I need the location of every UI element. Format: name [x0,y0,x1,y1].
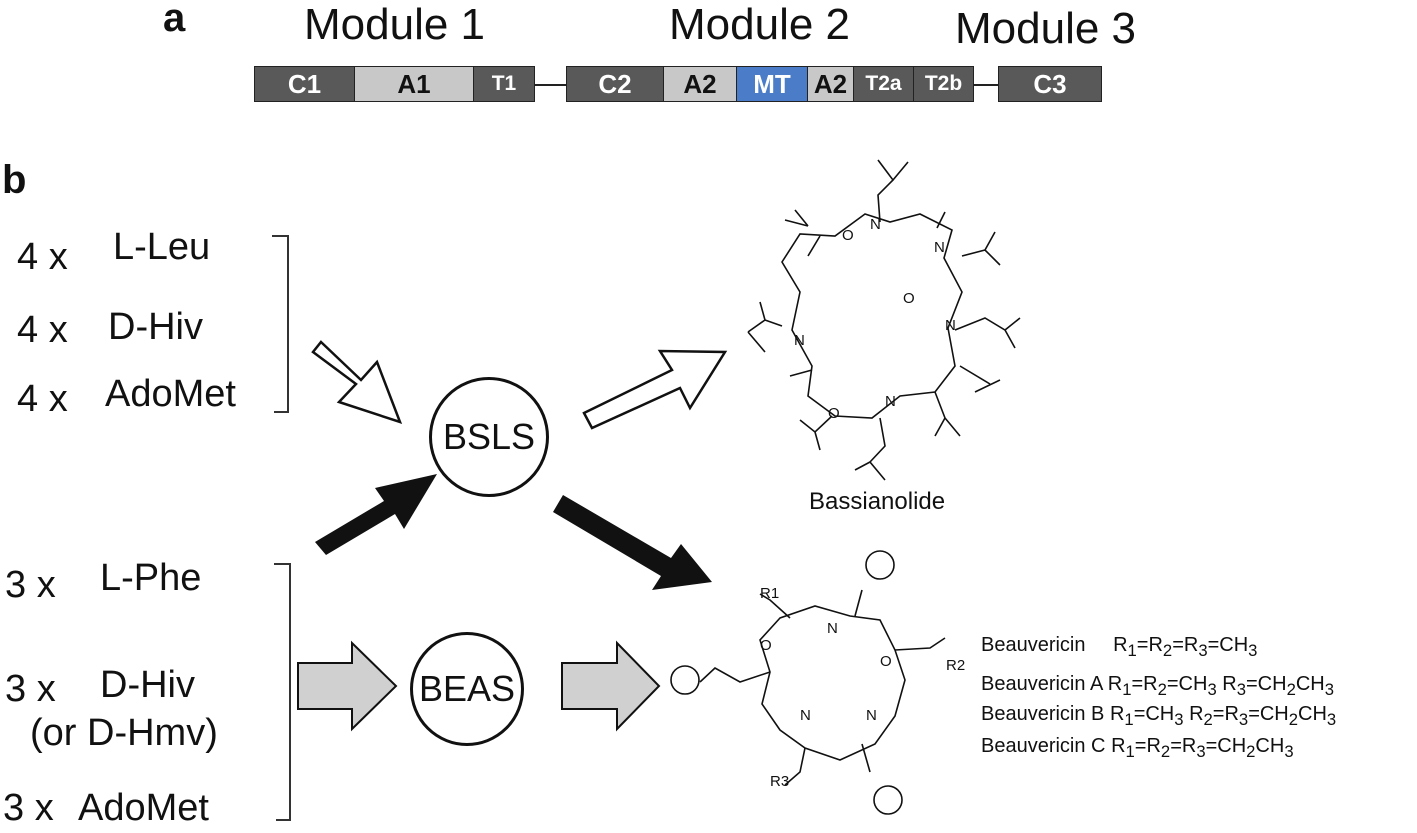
legend-name: Beauvericin C [981,735,1106,757]
gray-arrow-out-icon [561,640,661,732]
legend-name: Beauvericin A [981,673,1103,695]
atom-r2: R2 [946,657,965,674]
domain-t2a: T2a [853,66,914,102]
substrate-count: 3 x [5,564,56,606]
substrate-count: 3 x [3,787,54,829]
legend-row: Beauvericin A R1=R2=CH3 R3=CH2CH3 [981,673,1334,700]
atom-n: N [866,707,877,724]
atom-n: N [800,707,811,724]
legend-formula: R1=R2=CH3 R3=CH2CH3 [1107,673,1334,699]
domain-c3: C3 [998,66,1102,102]
atom-n: N [794,332,805,349]
substrate-d-hiv: D-Hiv [108,306,203,348]
enzyme-bsls: BSLS [429,377,549,497]
domain-t2b: T2b [913,66,974,102]
substrate-count: 4 x [17,236,68,278]
legend-formula: R1=R2=R3=CH2CH3 [1111,735,1294,761]
substrate-count: 3 x [5,668,56,710]
substrate-d-hmv: (or D-Hmv) [30,712,218,754]
linker-1 [535,84,566,86]
domain-c1: C1 [254,66,355,102]
domain-a2-n: A2 [663,66,737,102]
atom-o: O [828,405,840,422]
legend-row: Beauvericin C R1=R2=R3=CH2CH3 [981,735,1294,762]
atom-n: N [885,393,896,410]
legend-row: Beauvericin B R1=CH3 R2=R3=CH2CH3 [981,703,1336,730]
legend-name: Beauvericin B [981,703,1105,725]
atom-n: N [827,620,838,637]
bassianolide-atoms: N N O O N N O N [794,216,956,422]
legend-formula: R1=R2=R3=CH3 [1113,634,1258,660]
atom-o: O [903,290,915,307]
panel-b-label: b [2,158,27,202]
beauvericin-atoms: R1 R2 R3 N N N O O [760,585,965,790]
product-bassianolide-label: Bassianolide [809,488,946,515]
open-arrow-in-icon [311,340,403,425]
domain-c2: C2 [566,66,664,102]
substrate-adomet: AdoMet [105,373,236,415]
atom-o: O [880,653,892,670]
atom-o: O [842,227,854,244]
module-3-label: Module 3 [955,4,1137,53]
panel-a-label: a [163,0,186,40]
substrate-count: 4 x [17,378,68,420]
substrate-adomet: AdoMet [78,787,209,829]
black-arrow-up-icon [315,474,437,555]
atom-r3: R3 [770,773,789,790]
module-2-label: Module 2 [669,0,851,49]
atom-o: O [760,637,772,654]
legend-row: Beauvericin R1=R2=R3=CH3 [981,634,1257,661]
bassianolide-structure [747,159,1021,481]
atom-r1: R1 [760,585,779,602]
gray-arrow-in-icon [297,640,398,732]
linker-2 [974,84,998,86]
domain-t1: T1 [473,66,535,102]
legend-formula: R1=CH3 R2=R3=CH2CH3 [1109,703,1337,729]
substrate-l-phe: L-Phe [100,557,202,599]
substrate-d-hiv: D-Hiv [100,664,195,706]
open-arrow-out-icon [582,349,728,430]
atom-n: N [945,317,956,334]
atom-n: N [870,216,881,233]
beauvericin-structure [670,550,946,815]
domain-mt: MT [736,66,808,102]
black-arrow-down-icon [553,495,712,590]
bracket-bottom [274,563,291,821]
domain-a2-c: A2 [807,66,854,102]
bracket-top [272,235,289,413]
domain-a1: A1 [354,66,474,102]
substrate-count: 4 x [17,309,68,351]
enzyme-beas: BEAS [410,632,524,746]
legend-name: Beauvericin [981,634,1086,656]
module-1-label: Module 1 [304,0,486,49]
atom-n: N [934,239,945,256]
substrate-l-leu: L-Leu [113,226,211,268]
